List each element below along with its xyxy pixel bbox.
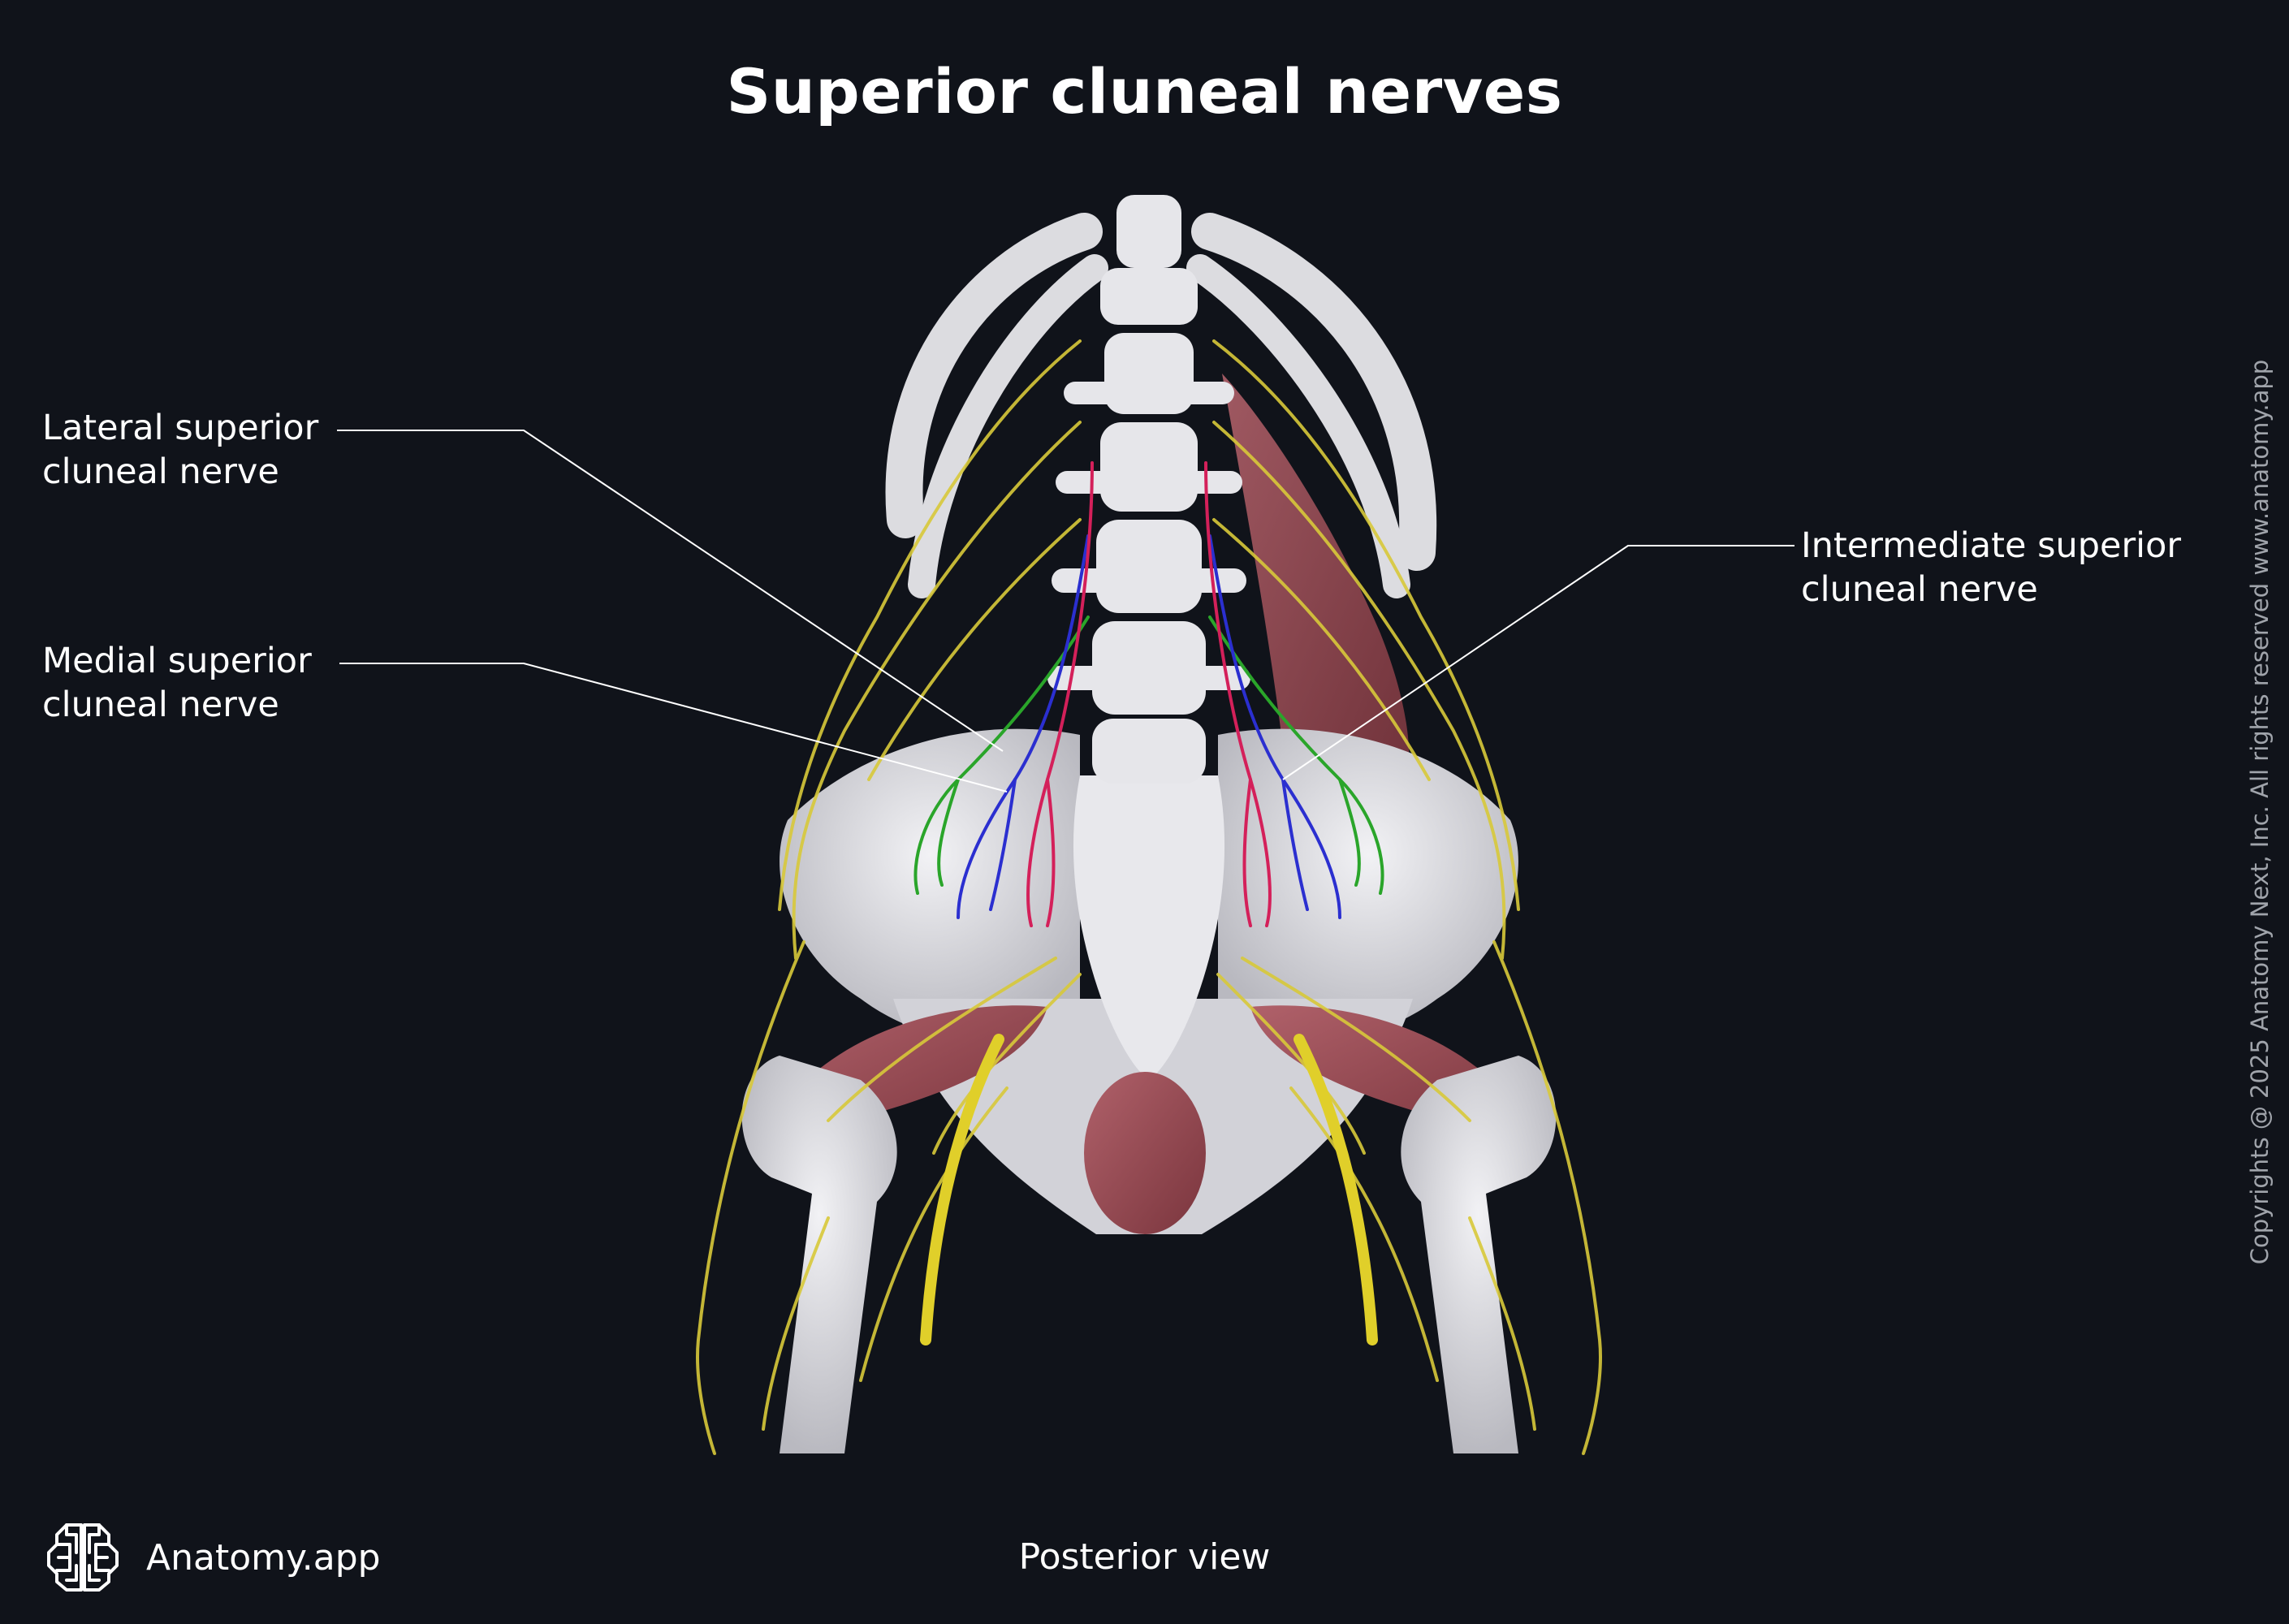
label-line-2: cluneal nerve — [42, 685, 279, 725]
brand-name: Anatomy.app — [146, 1536, 381, 1579]
label-medial-superior-cluneal-nerve: Medial superior cluneal nerve — [42, 639, 312, 727]
lateral-superior-cluneal-nerves — [913, 615, 1384, 895]
label-line-1: Medial superior — [42, 641, 312, 681]
leader-line-intermediate — [1282, 545, 1794, 780]
lumbar-muscle — [1222, 374, 1410, 804]
leader-line-lateral — [337, 430, 1004, 752]
intermediate-superior-cluneal-nerves — [957, 534, 1341, 919]
leader-lines — [337, 430, 1794, 793]
brain-icon — [47, 1523, 119, 1592]
lumbar-vertebrae — [1047, 195, 1250, 784]
medial-superior-cluneal-nerves — [1026, 461, 1272, 927]
page-title: Superior cluneal nerves — [726, 55, 1563, 127]
nerves — [696, 339, 1602, 1455]
copyright-text: Copyrights @ 2025 Anatomy Next, Inc. All… — [2246, 359, 2274, 1265]
label-line-1: Intermediate superior — [1801, 525, 2182, 566]
sacrum — [1073, 775, 1225, 1080]
label-line-1: Lateral superior — [42, 408, 319, 448]
brand[interactable]: Anatomy.app — [42, 1517, 381, 1598]
label-lateral-superior-cluneal-nerve: Lateral superior cluneal nerve — [42, 406, 318, 494]
label-intermediate-superior-cluneal-nerve: Intermediate superior cluneal nerve — [1801, 524, 2181, 611]
pelvis — [780, 728, 1518, 1234]
ribs — [885, 213, 1437, 598]
label-line-2: cluneal nerve — [42, 451, 279, 492]
sciatic-nerves — [920, 1034, 1378, 1345]
view-label: Posterior view — [1018, 1536, 1271, 1578]
label-line-2: cluneal nerve — [1801, 569, 2038, 610]
femurs — [741, 1056, 1557, 1453]
leader-line-medial — [339, 663, 1008, 793]
